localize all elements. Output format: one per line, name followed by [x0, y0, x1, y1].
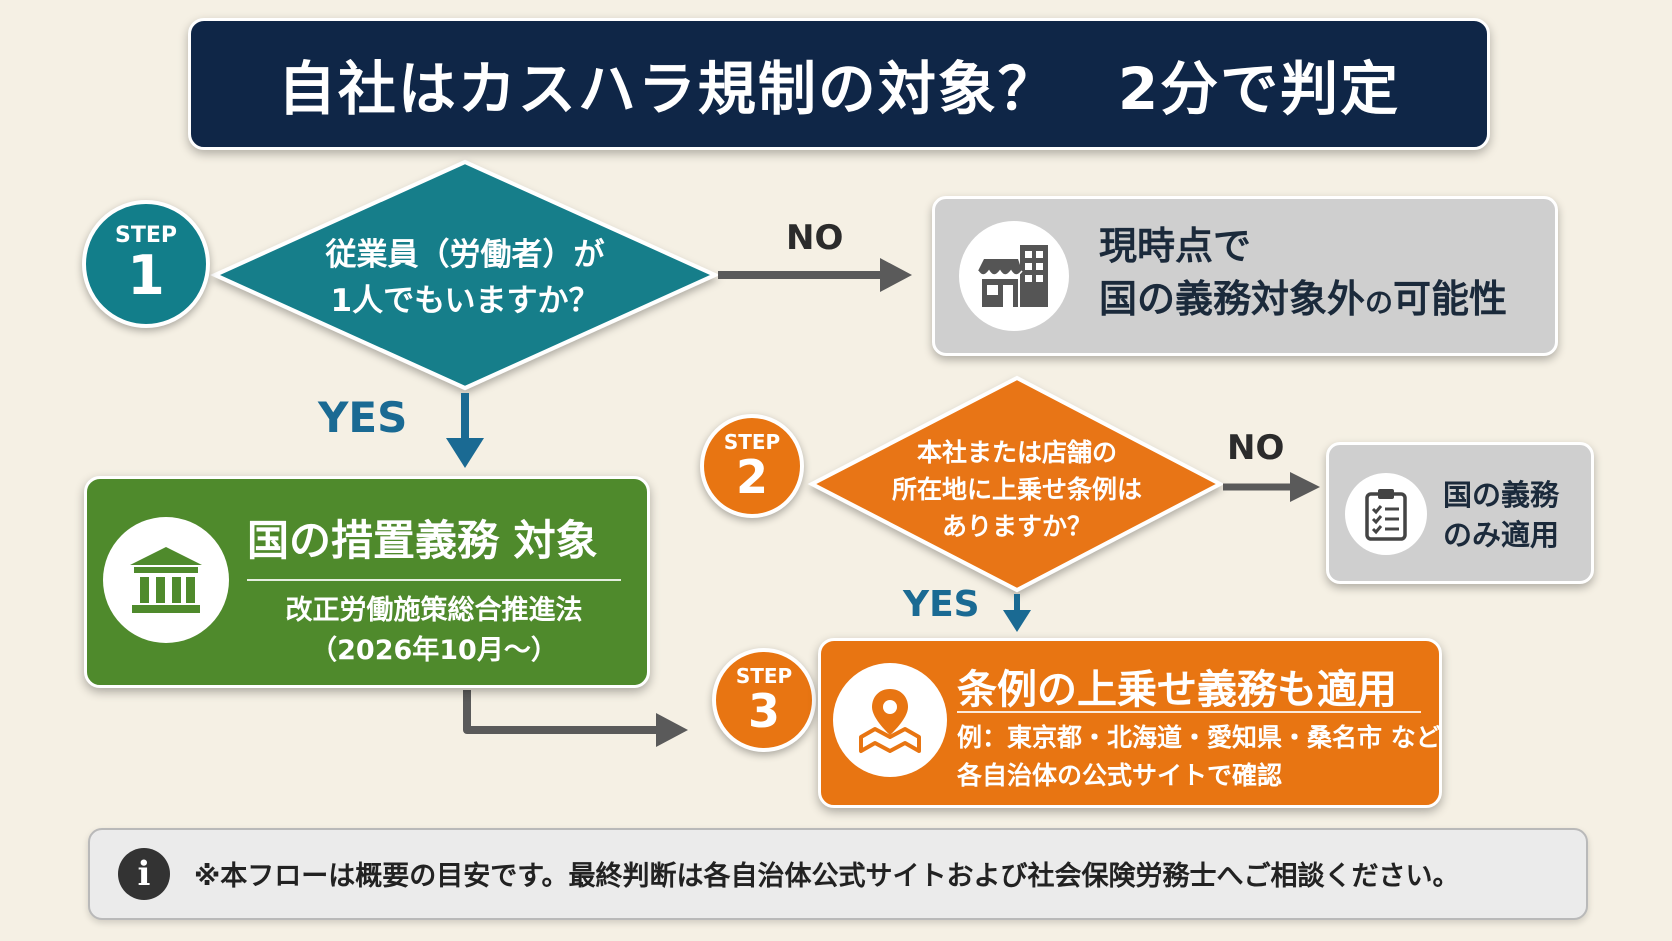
national-obligation-divider — [247, 579, 621, 581]
info-icon: i — [118, 848, 170, 900]
step1-question-line2: 1人でもいますか？ — [330, 283, 600, 319]
ordinance-divider — [957, 711, 1421, 713]
national-only-line1: 国の義務 — [1443, 478, 1560, 512]
outcome-ordinance-obligation-box: 条例の上乗せ義務も適用 例：東京都・北海道・愛知県・桑名市 など 各自治体の公式… — [818, 638, 1442, 808]
national-obligation-law: 改正労働施策総合推進法 （2026年10月～） — [247, 591, 621, 671]
step1-no-arrow — [718, 258, 912, 292]
step2-question: 本社または店舗の 所在地に上乗せ条例は ありますか？ — [862, 434, 1172, 545]
not-covered-particle: の — [1365, 286, 1394, 319]
step1-yes-label: YES — [318, 393, 408, 442]
step2-question-line2: 所在地に上乗せ条例は — [891, 475, 1142, 504]
outcome-national-obligation-box: 国の措置義務 対象 改正労働施策総合推進法 （2026年10月～） — [84, 476, 650, 688]
step3-badge-number: 3 — [747, 684, 780, 738]
step2-no-arrow — [1223, 472, 1320, 502]
step2-no-label: NO — [1227, 428, 1285, 468]
step2-yes-arrow — [1003, 594, 1031, 632]
page-title: 自社はカスハラ規制の対象？ 2分で判定 — [277, 55, 1401, 123]
disclaimer-note: i ※本フローは概要の目安です。最終判断は各自治体公式サイトおよび社会保険労務士… — [88, 828, 1588, 920]
not-covered-line2: 国の義務対象外の可能性 — [1099, 271, 1507, 331]
national-obligation-title: 国の措置義務 対象 — [247, 516, 598, 565]
clipboard-checklist-icon — [1345, 473, 1427, 555]
step1-no-label: NO — [786, 218, 844, 258]
disclaimer-text: ※本フローは概要の目安です。最終判断は各自治体公式サイトおよび社会保険労務士へご… — [194, 861, 1460, 892]
law-name: 改正労働施策総合推進法 — [285, 595, 583, 626]
ordinance-examples: 例：東京都・北海道・愛知県・桑名市 など — [957, 723, 1441, 752]
ordinance-details: 例：東京都・北海道・愛知県・桑名市 など 各自治体の公式サイトで確認 — [957, 719, 1441, 795]
storefront-icon — [959, 221, 1069, 331]
step2-badge: STEP 2 — [700, 414, 804, 518]
map-pin-icon — [833, 663, 947, 777]
step2-diamond — [807, 375, 1225, 593]
step2-question-line3: ありますか？ — [941, 512, 1092, 541]
outcome-national-only-box: 国の義務 のみ適用 — [1326, 442, 1594, 584]
step2-yes-label: YES — [903, 584, 980, 625]
not-covered-end: 可能性 — [1393, 277, 1508, 321]
step1-badge: STEP 1 — [82, 200, 210, 328]
step3-badge: STEP 3 — [712, 648, 816, 752]
national-only-text: 国の義務 のみ適用 — [1443, 475, 1559, 555]
step1-badge-label: STEP — [114, 223, 177, 248]
not-covered-line1: 現時点で — [1099, 224, 1252, 268]
ordinance-obligation-title: 条例の上乗せ義務も適用 — [957, 667, 1397, 713]
step2-badge-label: STEP — [723, 430, 781, 454]
step1-badge-number: 1 — [127, 244, 165, 307]
title-banner: 自社はカスハラ規制の対象？ 2分で判定 — [188, 18, 1490, 150]
national-only-line2: のみ適用 — [1443, 518, 1560, 552]
step1-diamond — [210, 159, 720, 391]
step2-badge-number: 2 — [735, 450, 768, 504]
not-covered-text: 現時点で 国の義務対象外の可能性 — [1099, 221, 1507, 331]
national-to-step3-arrow — [463, 690, 688, 747]
step1-question-line1: 従業員（労働者）が — [325, 237, 605, 273]
step1-yes-arrow — [446, 393, 484, 468]
step1-question: 従業員（労働者）が 1人でもいますか？ — [265, 232, 665, 324]
step3-badge-label: STEP — [735, 664, 793, 688]
ordinance-check-note: 各自治体の公式サイトで確認 — [957, 761, 1283, 790]
law-effective-date: （2026年10月～） — [310, 635, 558, 666]
step2-question-line1: 本社または店舗の — [916, 438, 1117, 467]
not-covered-main: 国の義務対象外 — [1099, 277, 1366, 321]
outcome-not-covered-box: 現時点で 国の義務対象外の可能性 — [932, 196, 1558, 356]
government-building-icon — [103, 517, 229, 643]
